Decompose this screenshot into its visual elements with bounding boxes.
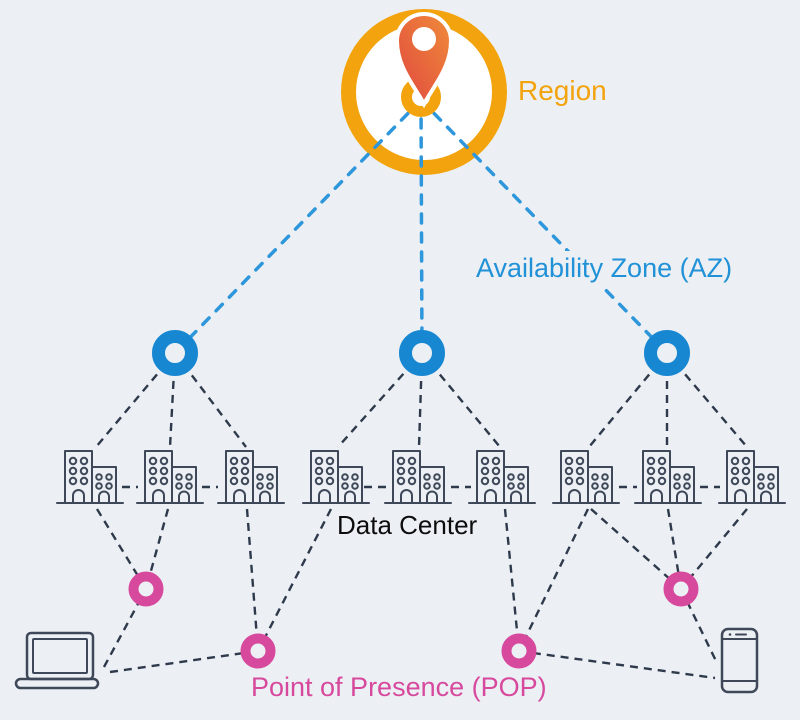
building-icon [468, 450, 536, 504]
pop-ring-icon [128, 571, 164, 607]
building-icon [302, 450, 370, 504]
az-ring-icon [152, 330, 198, 376]
point-of-presence-label: Point of Presence (POP) [251, 672, 547, 702]
datacenter-buildings [56, 450, 786, 504]
region-label: Region [518, 75, 607, 106]
az-ring-icon [644, 330, 690, 376]
building-icon [552, 450, 620, 504]
availability-zone-label: Availability Zone (AZ) [470, 251, 739, 287]
data-center-label: Data Center [337, 510, 478, 540]
building-icon [384, 450, 452, 504]
building-icon [634, 450, 702, 504]
pop-ring-icon [240, 633, 276, 669]
pop-ring-icon [663, 571, 699, 607]
pop-ring-icon [501, 633, 537, 669]
building-icon [217, 450, 285, 504]
az-ring-icon [399, 330, 445, 376]
building-icon [56, 450, 124, 504]
pop-nodes [128, 571, 699, 669]
region-to-az-links [173, 98, 669, 355]
laptop-icon [14, 631, 100, 690]
building-icon [136, 450, 204, 504]
az-nodes [152, 330, 690, 376]
mobile-phone-icon [720, 627, 759, 694]
location-pin-icon [394, 12, 454, 109]
building-icon [718, 450, 786, 504]
device-to-pop-links [102, 588, 719, 680]
